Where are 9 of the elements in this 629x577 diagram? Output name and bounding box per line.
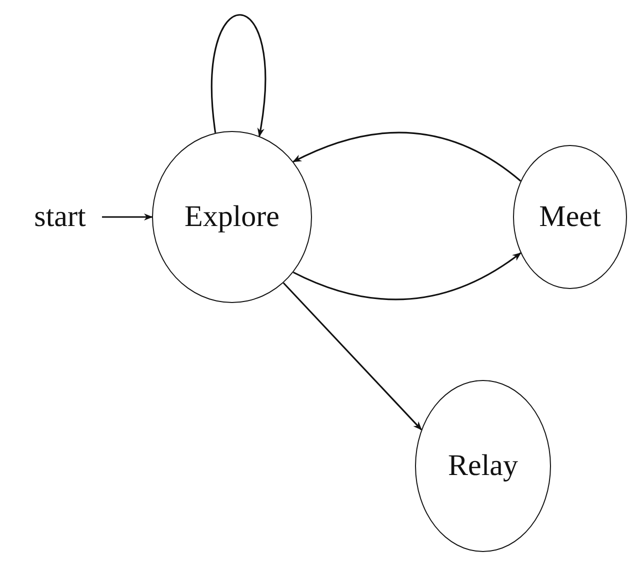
state-label: Relay <box>448 451 518 481</box>
arrow <box>292 252 522 300</box>
state-label: Meet <box>539 202 601 232</box>
start-label: start <box>18 199 102 235</box>
state-label: Explore <box>184 202 280 232</box>
arrow <box>102 213 153 221</box>
arrow <box>292 132 522 182</box>
arrow <box>282 282 422 430</box>
arrow <box>211 14 266 138</box>
